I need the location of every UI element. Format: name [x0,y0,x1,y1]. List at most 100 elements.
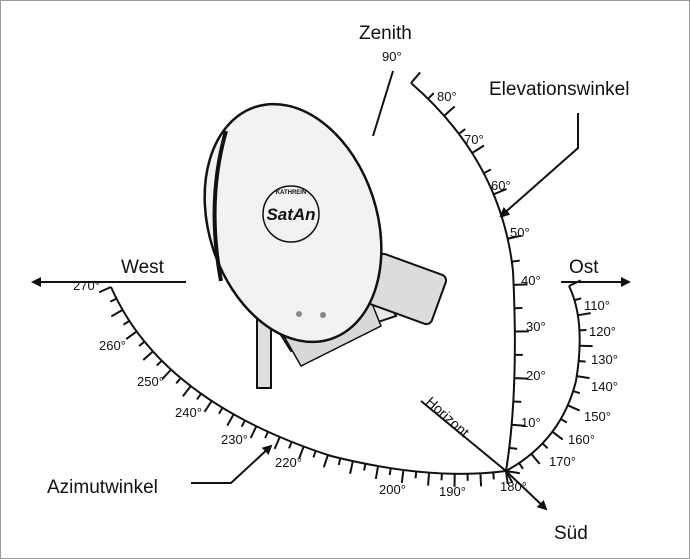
scale-tick [574,297,582,302]
dish-rim-shadow [212,130,228,282]
scale-tick [513,283,528,286]
scale-tick [337,458,342,466]
scale-tick [479,473,483,487]
east-label: Ost [569,257,599,278]
scale-tick [427,92,435,100]
scale-tick [182,385,192,397]
azi-label: 260° [99,338,126,353]
scale-tick [400,469,405,483]
azi-label: 230° [221,432,248,447]
south-arrow [505,470,548,511]
azimuth-scale [98,279,593,487]
elev-label: 90° [382,49,402,64]
zenith-line [372,70,394,137]
scale-tick [551,430,564,441]
scale-tick [125,330,138,340]
azimuth-arc-east [505,285,581,472]
elevation-degree-labels: 90° 80° 70° 60° 50° 40° 30° 20° 10° [382,49,546,430]
elev-label: 10° [521,415,541,430]
elevation-ticks [410,71,529,475]
scale-tick [363,463,367,471]
scale-tick [322,454,329,468]
elevation-pointer [499,113,579,218]
dish-reflector [203,102,383,344]
scale-tick [142,350,154,361]
scale-tick [249,425,258,439]
scale-tick [110,309,124,318]
azi-label: 180° [500,479,527,494]
scale-tick [156,359,163,367]
scale-tick [578,359,586,363]
horizon-line [420,400,507,472]
scale-tick [511,423,526,427]
scale-tick [541,442,549,449]
azimuth-ticks [98,279,593,487]
scale-tick [414,471,418,479]
scale-tick [240,419,246,428]
scale-tick [98,286,112,294]
elevation-arc [410,82,516,472]
scale-tick [298,446,305,460]
azi-label: 130° [591,352,618,367]
scale-tick [560,418,568,424]
azimuth-pointer [191,444,273,484]
west-label: West [121,257,165,278]
scale-tick [388,468,392,476]
azi-label: 200° [379,482,406,497]
scale-tick [203,400,213,413]
azi-label: 250° [137,374,164,389]
brand-ring-text: KATHREIN [276,190,307,196]
azi-label: 150° [584,409,611,424]
scale-tick [122,320,130,326]
scale-tick [577,312,591,317]
scale-tick [410,71,421,84]
elev-label: 80° [437,89,457,104]
scale-tick [175,377,182,385]
dish-bolt [320,312,326,318]
scale-tick [576,375,590,380]
scale-tick [312,450,317,458]
elev-label: 40° [521,273,541,288]
elev-label: 60° [491,178,511,193]
scale-tick [161,368,172,380]
scale-tick [505,470,520,475]
scale-tick [196,393,202,400]
scale-tick [507,234,522,240]
azi-label: 140° [591,379,618,394]
scale-tick [109,297,117,303]
scale-tick [264,431,269,439]
scale-tick [273,436,281,450]
scale-tick [572,390,581,395]
scale-tick [226,413,235,427]
azi-label: 270° [73,278,100,293]
scale-tick [443,105,456,117]
elevation-scale [410,71,529,475]
scale-tick [138,340,146,347]
scale-tick [509,446,518,450]
azimuth-degree-labels: 270° 260° 250° 240° 230° 220° 200° 190° … [73,278,618,499]
brand-logo: SatAn [266,205,315,224]
horizon-label: Horizont [423,393,473,440]
scale-tick [492,472,495,480]
logo-ring [262,185,320,243]
zenith-label: Zenith [359,23,412,44]
dish-bolt [296,311,302,317]
scale-tick [458,128,466,135]
elev-label: 70° [464,132,484,147]
elev-label: 30° [526,319,546,334]
scale-tick [374,465,380,480]
azimuth-arc [110,286,507,475]
azi-label: 240° [175,405,202,420]
elev-label: 50° [510,225,530,240]
azi-label: 220° [275,455,302,470]
azi-label: 120° [589,324,616,339]
satellite-dish-illustration: SatAn KATHREIN [203,102,448,389]
azi-label: 190° [439,484,466,499]
azi-label: 170° [549,454,576,469]
azimuth-label: Azimutwinkel [47,477,158,498]
scale-tick [518,462,524,470]
elevation-label: Elevationswinkel [489,79,629,100]
scale-tick [471,144,485,154]
